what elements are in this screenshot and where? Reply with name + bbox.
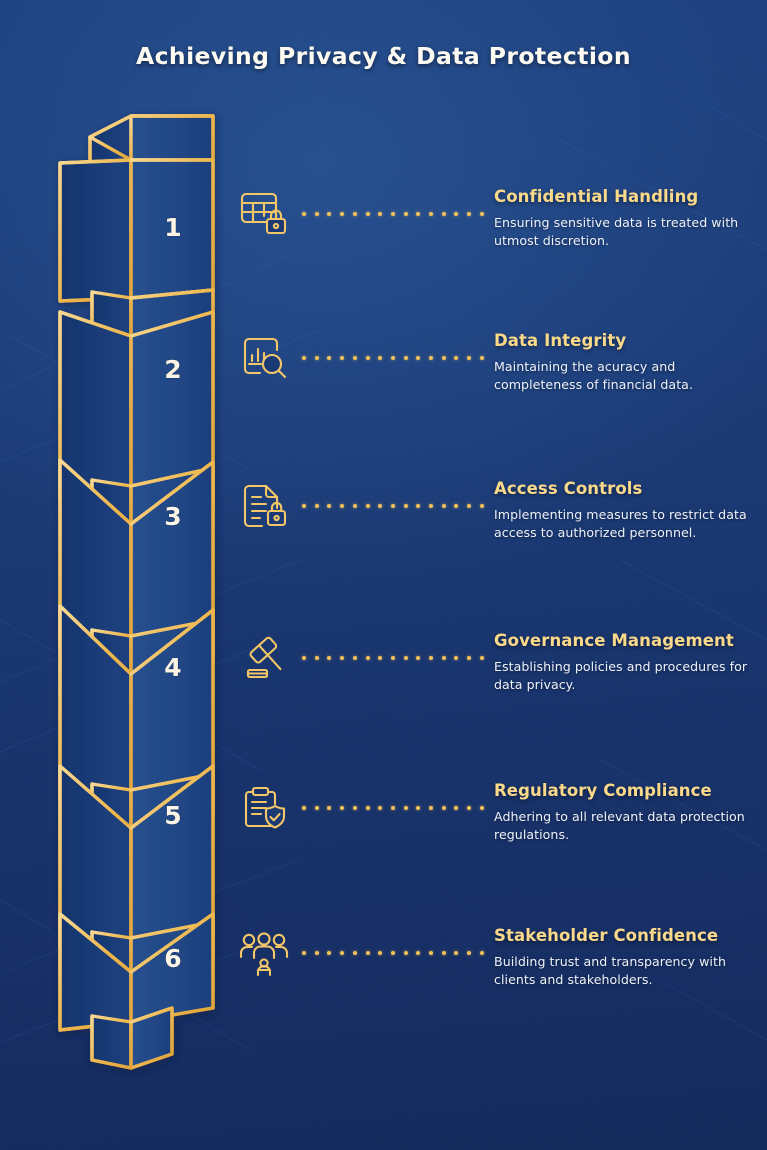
step-description: Adhering to all relevant data protection… <box>494 809 745 842</box>
step-text-1: Confidential Handling Ensuring sensitive… <box>494 186 767 250</box>
document-chart-search-icon <box>236 330 292 386</box>
block-number-5: 5 <box>164 801 181 830</box>
step-heading: Data Integrity <box>494 331 627 350</box>
step-text-4: Governance Management Establishing polic… <box>494 630 767 694</box>
dotted-connector-6 <box>302 951 484 955</box>
step-description: Building trust and transparency with cli… <box>494 954 727 987</box>
step-heading: Access Controls <box>494 479 643 498</box>
step-heading: Governance Management <box>494 631 734 650</box>
dotted-connector-3 <box>302 504 484 508</box>
block-number-3: 3 <box>164 502 181 531</box>
step-heading: Stakeholder Confidence <box>494 926 719 945</box>
step-heading: Regulatory Compliance <box>494 781 712 800</box>
page-title: Achieving Privacy & Data Protection <box>136 42 631 70</box>
step-text-5: Regulatory Compliance Adhering to all re… <box>494 780 767 844</box>
step-text-2: Data Integrity Maintaining the acuracy a… <box>494 330 767 394</box>
dotted-connector-1 <box>302 212 484 216</box>
step-heading: Confidential Handling <box>494 187 699 206</box>
dotted-connector-2 <box>302 356 484 360</box>
block-number-2: 2 <box>164 355 181 384</box>
dotted-connector-5 <box>302 806 484 810</box>
connector-top <box>88 114 215 183</box>
step-description: Implementing measures to restrict data a… <box>494 507 747 540</box>
dotted-connector-4 <box>302 656 484 660</box>
clipboard-shield-check-icon <box>236 780 292 836</box>
stakeholders-group-icon <box>236 925 292 981</box>
step-description: Maintaining the acuracy and completeness… <box>494 359 693 392</box>
block-4 <box>58 604 215 802</box>
step-text-6: Stakeholder Confidence Building trust an… <box>494 925 767 989</box>
isometric-block-column: 1 2 3 4 5 6 <box>58 114 215 1070</box>
block-number-4: 4 <box>164 653 181 682</box>
block-number-1: 1 <box>164 213 181 242</box>
block-number-6: 6 <box>164 944 181 973</box>
step-text-3: Access Controls Implementing measures to… <box>494 478 767 542</box>
block-3 <box>58 458 215 650</box>
step-description: Ensuring sensitive data is treated with … <box>494 215 739 248</box>
gavel-icon <box>236 630 292 686</box>
connector-bottom <box>90 1006 174 1070</box>
block-1 <box>58 158 215 303</box>
table-lock-icon <box>236 186 292 242</box>
document-lock-icon <box>236 478 292 534</box>
step-description: Establishing policies and procedures for… <box>494 659 748 692</box>
